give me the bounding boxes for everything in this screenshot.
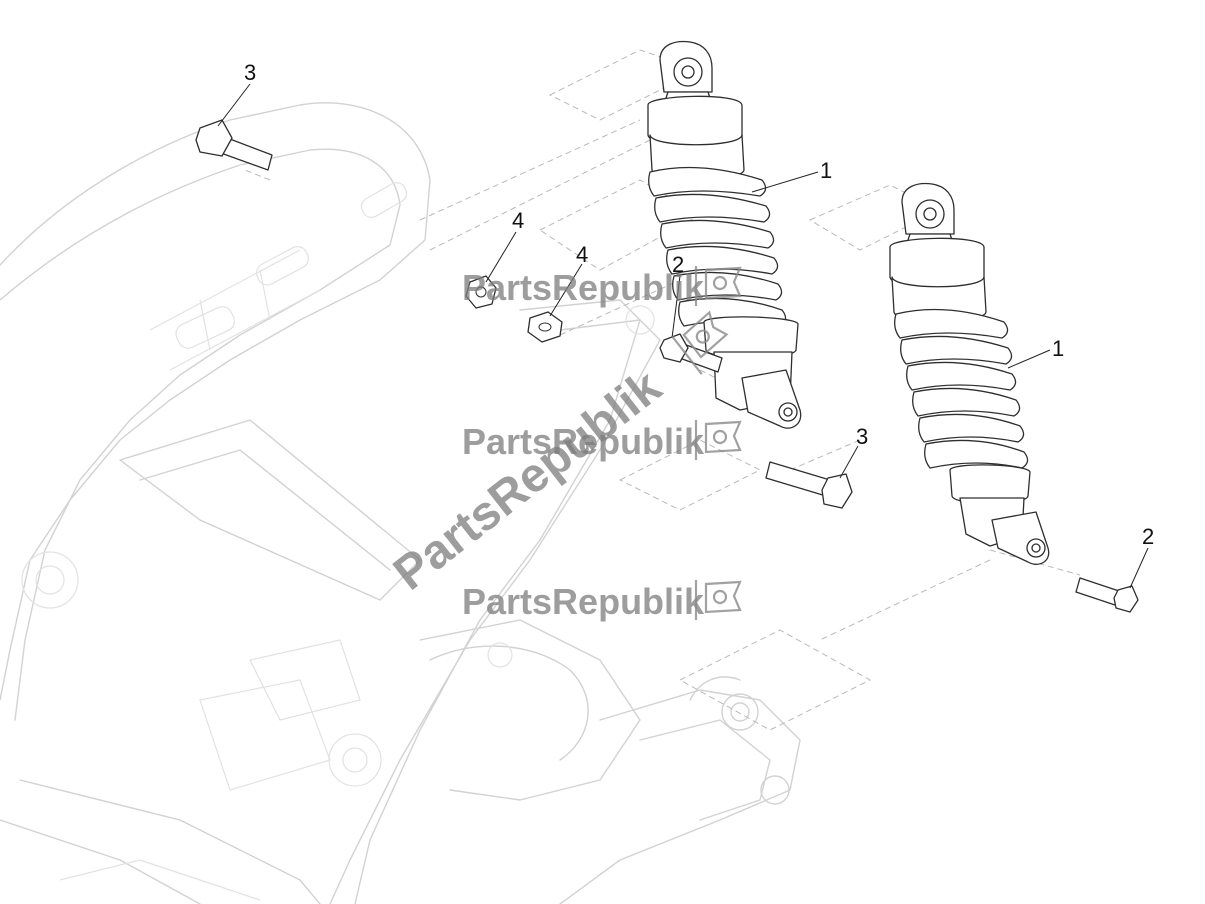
leader-lines xyxy=(217,83,1149,589)
callout-bolt-mid: 2 xyxy=(672,252,684,277)
shock-absorber-a xyxy=(647,40,802,429)
nut-b xyxy=(527,311,563,343)
nut-a xyxy=(465,275,497,309)
watermark-text: PartsRepublik xyxy=(462,581,705,622)
callouts: 3 1 1 4 4 2 3 2 xyxy=(244,60,1154,549)
callout-screw-mid: 3 xyxy=(856,424,868,449)
watermark-text: PartsRepublik xyxy=(462,267,705,308)
bolt-right xyxy=(1075,577,1139,613)
watermark-text: PartsRepublik xyxy=(384,360,671,601)
shock-absorber-b xyxy=(889,182,1050,565)
gear-flag-icon xyxy=(704,580,742,614)
spring-coils-b xyxy=(894,308,1029,469)
callout-shock-upper: 1 xyxy=(820,158,832,183)
callout-shock-lower: 1 xyxy=(1052,336,1064,361)
gear-flag-icon xyxy=(704,266,742,300)
callout-nut-b: 4 xyxy=(576,242,588,267)
watermark-2: PartsRepublik xyxy=(462,420,742,462)
screw-mid xyxy=(765,461,853,509)
bolt-mid xyxy=(659,333,723,373)
gear-flag-icon xyxy=(682,310,729,359)
callout-bolt-right: 2 xyxy=(1142,524,1154,549)
callout-nut-a: 4 xyxy=(512,208,524,233)
watermark-1: PartsRepublik xyxy=(462,266,742,308)
screw-top-left xyxy=(195,119,273,171)
callout-screw-top-left: 3 xyxy=(244,60,256,85)
watermark-text: PartsRepublik xyxy=(462,421,705,462)
ghost-frame xyxy=(0,102,801,904)
gear-flag-icon xyxy=(704,420,742,454)
watermark-3: PartsRepublik xyxy=(462,580,742,622)
